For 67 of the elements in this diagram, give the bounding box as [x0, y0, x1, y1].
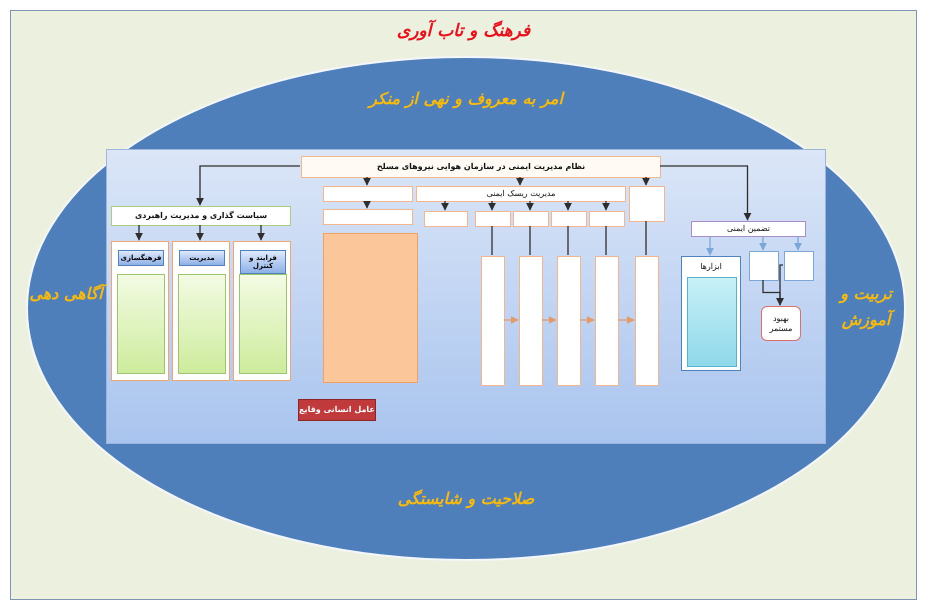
node-text: ابزارها: [699, 262, 723, 272]
empty-box: [551, 211, 587, 227]
node-text: عامل انسانی وقایع: [299, 405, 375, 415]
empty-box: [589, 211, 625, 227]
arrow: [504, 316, 519, 324]
band-text: آگاهی دهی: [26, 281, 106, 307]
empty-box: [323, 209, 413, 225]
process-box: [691, 221, 806, 237]
arrow: [542, 316, 557, 324]
empty-box: [635, 256, 659, 386]
band-text: تربیت و آموزش: [826, 281, 906, 332]
arrow: [642, 177, 650, 186]
arrow: [257, 225, 265, 241]
arrow: [580, 316, 595, 324]
connector-line: [529, 226, 531, 255]
band-text: امر به معروف و نهی از منکر: [366, 88, 566, 110]
arrow: [441, 201, 449, 211]
process-box: [416, 186, 626, 202]
node-text: سیاست گذاری و مدیریت راهبردی: [134, 211, 268, 221]
band-text: فرهنگ و تاب آوری: [396, 21, 532, 41]
arrow: [618, 316, 635, 324]
node-text: تضمین ایمنی: [727, 224, 770, 234]
arrow: [564, 201, 572, 211]
node-text: بهبود مستمر: [768, 314, 794, 333]
arrow: [526, 201, 534, 211]
empty-box: [519, 256, 543, 386]
column-panel: [172, 241, 230, 381]
empty-box: [629, 186, 665, 222]
tools-panel: [681, 256, 741, 371]
band-text: صلاحیت و شایستگی: [396, 488, 536, 510]
arrow: [759, 236, 767, 251]
connector-line: [605, 226, 607, 255]
frame-panel: [10, 10, 917, 600]
connector-line: [645, 221, 647, 255]
arrow: [363, 177, 371, 186]
node-text: مدیریت ریسک ایمنی: [486, 189, 556, 199]
empty-box: [323, 233, 418, 383]
empty-box: [513, 211, 549, 227]
arrow: [602, 201, 610, 211]
alert-box: [298, 399, 376, 421]
connector-line: [491, 226, 493, 255]
empty-box: [784, 251, 814, 281]
arrow: [794, 236, 802, 251]
arrow: [135, 225, 143, 241]
arrow: [196, 165, 300, 206]
column-panel: [233, 241, 291, 381]
arrow: [706, 236, 714, 256]
connector-line: [567, 226, 569, 255]
process-box: [111, 206, 291, 226]
arrow: [363, 200, 371, 209]
node-text: نظام مدیریت ایمنی در سازمان هوایی نیروهای مسلح: [376, 162, 586, 172]
arrow: [196, 225, 204, 241]
empty-box: [475, 211, 511, 227]
empty-box: [749, 251, 779, 281]
empty-box: [595, 256, 619, 386]
arrow: [776, 264, 784, 306]
empty-box: [323, 186, 413, 202]
result-box: [761, 306, 801, 341]
empty-box: [557, 256, 581, 386]
empty-box: [481, 256, 505, 386]
process-box: [301, 156, 661, 178]
ellipse-band: [26, 56, 906, 561]
arrow: [660, 165, 752, 221]
arrow: [488, 201, 496, 211]
arrow: [516, 177, 524, 186]
empty-box: [424, 211, 468, 227]
column-panel: [111, 241, 169, 381]
